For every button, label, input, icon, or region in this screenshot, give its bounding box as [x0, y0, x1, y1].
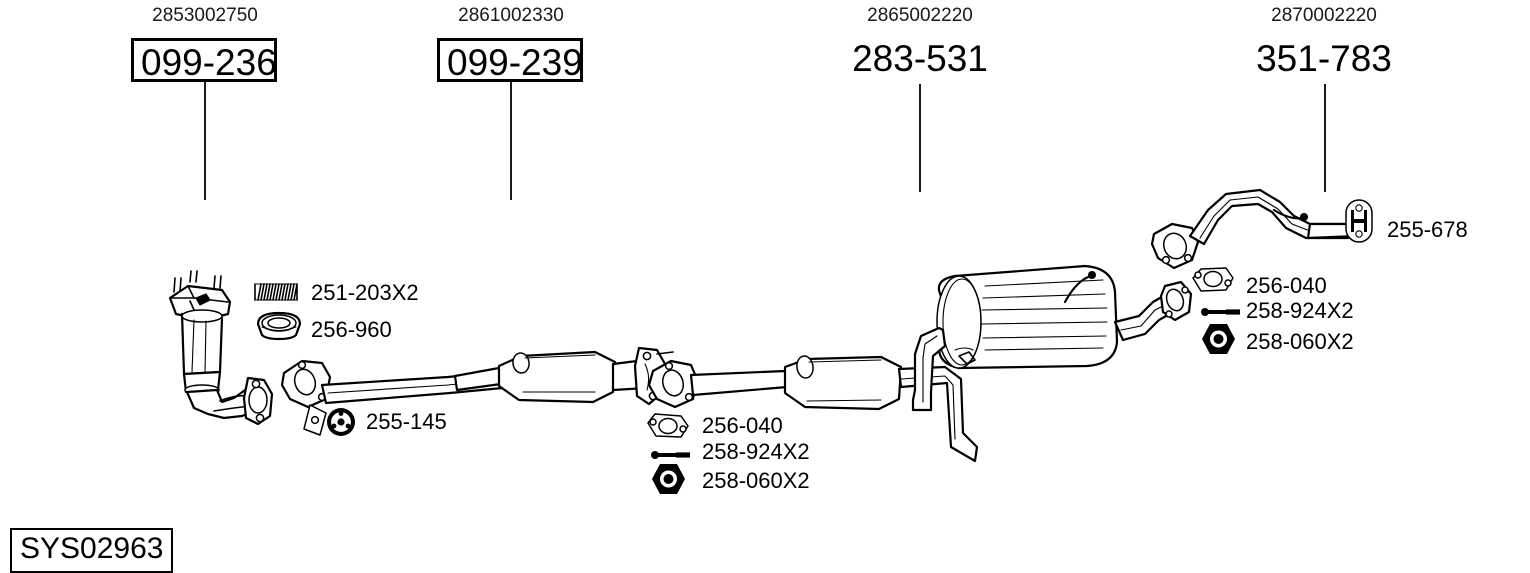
part-code-256-040-middle: 256-040: [702, 413, 783, 438]
centre-silencer-drawing: [645, 355, 985, 465]
centre-resonator-drawing: [453, 330, 676, 440]
part-code-256-040-right: 256-040: [1246, 273, 1327, 298]
ring-gasket-icon: [254, 311, 304, 341]
ref-number-4: 351-783: [1256, 38, 1392, 79]
part-code-255-678: 255-678: [1387, 217, 1468, 242]
leader-line-4: [1324, 84, 1326, 192]
part-code-258-060X2-right: 258-060X2: [1246, 329, 1354, 354]
part-code-258-924X2-right: 258-924X2: [1246, 298, 1354, 323]
ref-number-1: 099-236: [131, 38, 277, 82]
nut-icon-right: [1200, 322, 1238, 356]
leader-line-3: [919, 84, 921, 192]
clamp-disc-icon: [325, 406, 357, 438]
tail-pipe-drawing: [1150, 180, 1360, 290]
bolt-icon-right: [1200, 305, 1242, 319]
part-code-258-924X2: 258-924X2: [702, 439, 810, 464]
system-id-box: SYS02963: [10, 528, 174, 573]
oem-number-1: 2853002750: [152, 5, 258, 26]
oem-number-3: 2865002220: [867, 5, 973, 26]
ref-number-3: 283-531: [852, 38, 988, 79]
flange-gasket-icon-right: [1190, 264, 1236, 296]
flange-gasket-icon: [645, 410, 691, 442]
rubber-hanger-icon: [1343, 198, 1375, 244]
leader-line-1: [204, 82, 206, 200]
oem-number-2: 2861002330: [458, 5, 564, 26]
rear-silencer-drawing: [911, 250, 1193, 412]
bolt-icon: [650, 448, 692, 462]
part-code-256-960: 256-960: [311, 317, 392, 342]
spring-icon: [252, 281, 302, 303]
part-code-255-145: 255-145: [366, 409, 447, 434]
part-code-251-203X2: 251-203X2: [311, 280, 419, 305]
ref-number-2: 099-239: [437, 38, 583, 82]
catalytic-converter-drawing: [160, 268, 280, 430]
leader-line-2: [510, 82, 512, 200]
part-code-258-060X2: 258-060X2: [702, 468, 810, 493]
nut-icon: [650, 462, 688, 496]
oem-number-4: 2870002220: [1271, 5, 1377, 26]
